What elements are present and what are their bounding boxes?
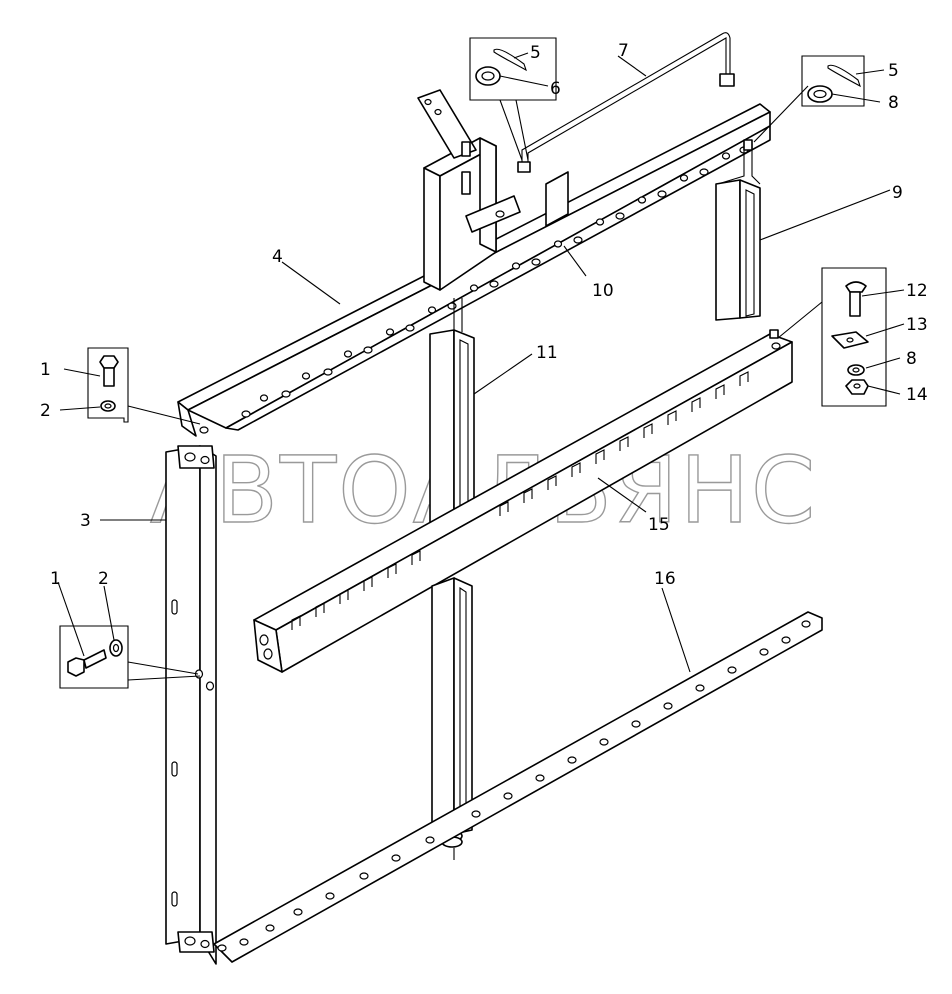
bottom-strip-part-16 — [213, 611, 823, 963]
callout-10: 10 — [592, 281, 614, 301]
callout-11: 11 — [536, 343, 558, 363]
side-post-part-3 — [165, 445, 217, 965]
crossbar-part-15 — [253, 329, 793, 673]
callout-box-bolt-upper — [87, 347, 129, 423]
upper-angle-holes — [199, 146, 749, 434]
channel-part-9 — [715, 139, 761, 321]
callout-9: 9 — [892, 183, 903, 203]
callout-labels: 1 2 3 4 5 6 7 5 8 9 10 11 12 13 8 14 15 … — [40, 41, 928, 589]
callout-1-upper: 1 — [40, 360, 51, 380]
callout-13: 13 — [906, 315, 928, 335]
callout-8-upper: 8 — [888, 93, 899, 113]
callout-8-lower: 8 — [906, 349, 917, 369]
callout-12: 12 — [906, 281, 928, 301]
callout-2-upper: 2 — [40, 401, 51, 421]
callout-3: 3 — [80, 511, 91, 531]
callout-4: 4 — [272, 247, 283, 267]
callout-box-screw-nut — [821, 267, 887, 407]
callout-1-lower: 1 — [50, 569, 61, 589]
callout-box-pin-washer — [469, 37, 557, 101]
crossbar-slots — [291, 371, 749, 630]
callout-box-pin-washer-right — [801, 55, 865, 107]
callout-14: 14 — [906, 385, 928, 405]
callout-box-bolt-lower — [59, 625, 129, 689]
mounting-bracket — [417, 89, 569, 291]
callout-6: 6 — [550, 79, 561, 99]
callout-5-left: 5 — [530, 43, 541, 63]
callout-2-lower: 2 — [98, 569, 109, 589]
callout-16: 16 — [654, 569, 676, 589]
callout-5-right: 5 — [888, 61, 899, 81]
callout-15: 15 — [648, 515, 670, 535]
leader-lines — [57, 52, 905, 681]
callout-7: 7 — [618, 41, 629, 61]
